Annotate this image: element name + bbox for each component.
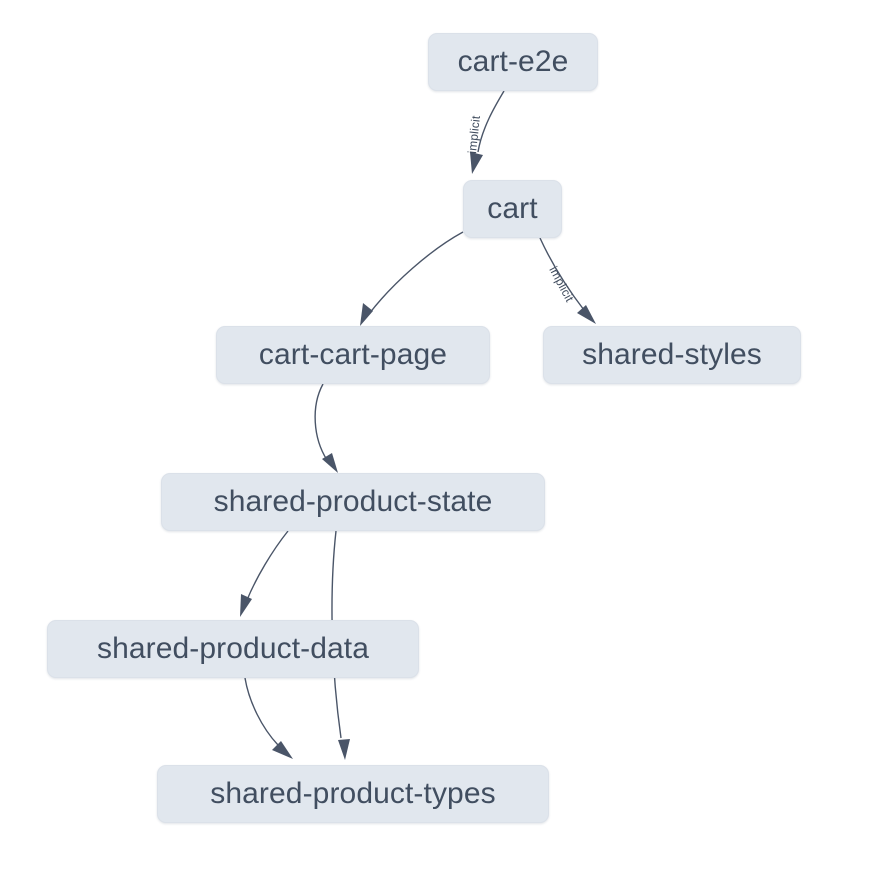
node-cart[interactable]: cart bbox=[463, 180, 562, 238]
edge-cart-to-cart-cart-page bbox=[360, 231, 464, 326]
edge-cart-e2e-to-cart: implicit bbox=[465, 90, 505, 174]
node-label: cart-cart-page bbox=[258, 338, 448, 371]
node-cart-e2e[interactable]: cart-e2e bbox=[428, 33, 598, 91]
node-label: shared-product-types bbox=[210, 777, 496, 810]
edge-arrowhead bbox=[240, 594, 252, 617]
node-shared-product-types[interactable]: shared-product-types bbox=[157, 765, 549, 823]
node-label: shared-styles bbox=[582, 338, 762, 371]
edge-arrowhead bbox=[360, 303, 373, 326]
node-shared-product-state[interactable]: shared-product-state bbox=[161, 473, 545, 531]
edge-label-implicit-2: implicit bbox=[546, 264, 577, 305]
node-label: shared-product-data bbox=[96, 632, 370, 665]
edge-path bbox=[539, 237, 585, 311]
node-label: shared-product-state bbox=[213, 485, 493, 518]
edge-path bbox=[246, 530, 289, 601]
node-shared-styles[interactable]: shared-styles bbox=[543, 326, 801, 384]
edge-label-implicit-1: implicit bbox=[465, 114, 483, 154]
edge-path bbox=[368, 231, 464, 315]
edge-path bbox=[244, 677, 279, 746]
edge-arrowhead bbox=[470, 152, 483, 174]
edge-shared-product-state-to-shared-product-data bbox=[240, 530, 289, 617]
edge-path bbox=[314, 383, 328, 461]
node-label: cart-e2e bbox=[457, 45, 569, 78]
edge-arrowhead bbox=[272, 741, 293, 759]
node-cart-cart-page[interactable]: cart-cart-page bbox=[216, 326, 490, 384]
edge-path bbox=[477, 90, 505, 153]
node-shared-product-data[interactable]: shared-product-data bbox=[47, 620, 419, 678]
edge-cart-to-shared-styles: implicit bbox=[539, 237, 596, 324]
edge-arrowhead bbox=[322, 453, 338, 473]
edge-arrowhead bbox=[577, 305, 596, 324]
edge-arrowhead bbox=[338, 739, 350, 760]
node-label: cart bbox=[487, 192, 538, 225]
edge-cart-cart-page-to-shared-product-state bbox=[314, 383, 338, 473]
edge-shared-product-data-to-shared-product-types bbox=[244, 677, 293, 759]
